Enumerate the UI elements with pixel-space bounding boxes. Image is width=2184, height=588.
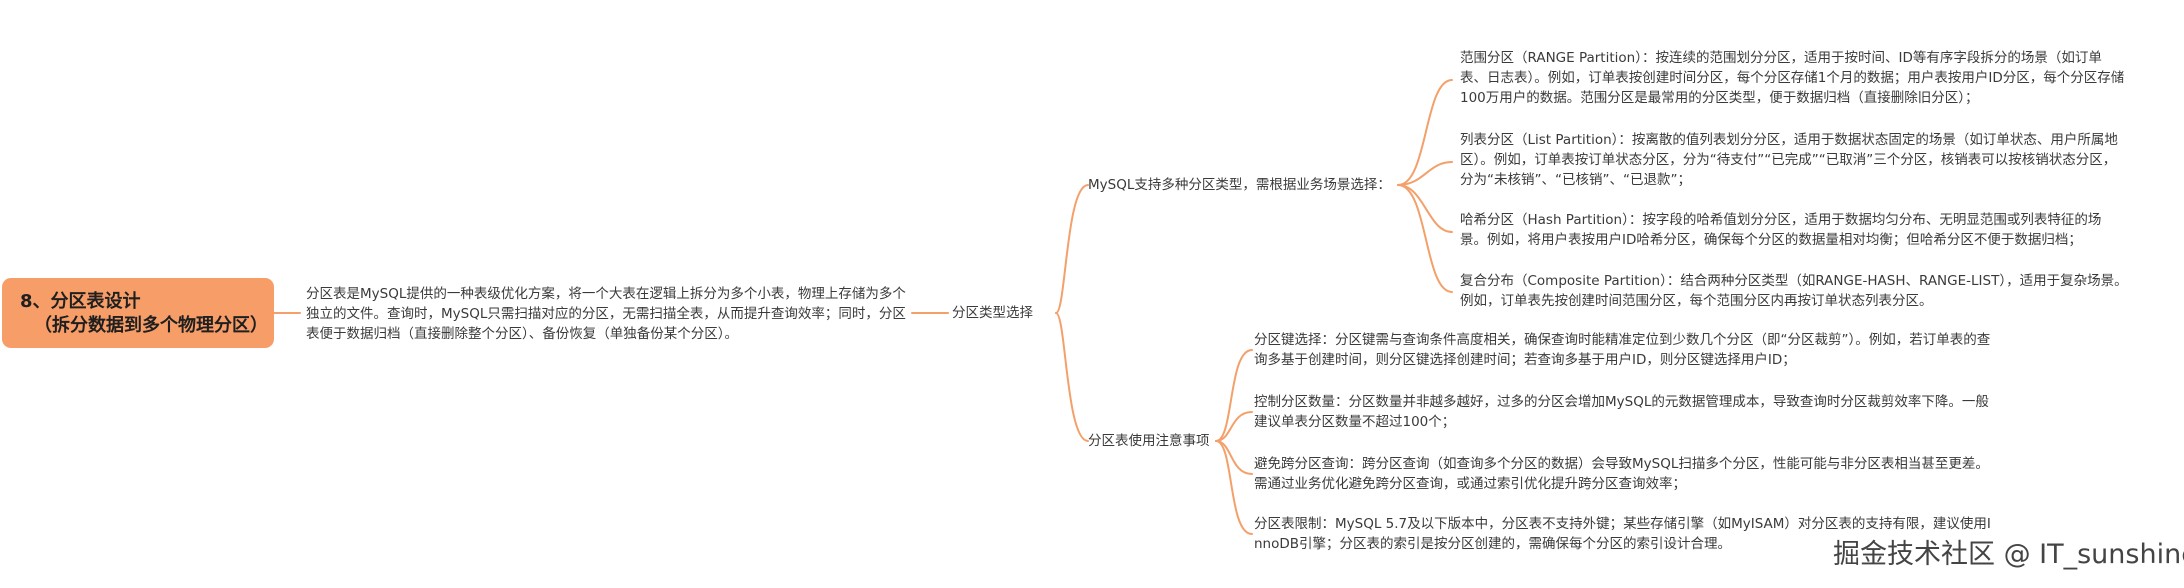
types-label: MySQL支持多种分区类型，需根据业务场景选择：	[1088, 177, 1391, 193]
note-partition-limits-node[interactable]: 分区表限制：MySQL 5.7及以下版本中，分区表不支持外键；某些存储引擎（如M…	[1254, 514, 1994, 554]
note-partition-key-node[interactable]: 分区键选择：分区键需与查询条件高度相关，确保查询时能精准定位到少数几个分区（即“…	[1254, 330, 1994, 370]
type-range-node[interactable]: 范围分区（RANGE Partition）：按连续的范围划分分区，适用于按时间、…	[1460, 48, 2128, 108]
note-cross-partition-text: 避免跨分区查询：跨分区查询（如查询多个分区的数据）会导致MySQL扫描多个分区，…	[1254, 456, 1989, 492]
connector-notes-to-items	[1215, 411, 1253, 442]
intro-node[interactable]: 分区表是MySQL提供的一种表级优化方案，将一个大表在逻辑上拆分为多个小表，物理…	[306, 284, 908, 344]
type-list-text: 列表分区（List Partition）：按离散的值列表划分分区，适用于数据状态…	[1460, 132, 2118, 188]
note-partition-key-text: 分区键选择：分区键需与查询条件高度相关，确保查询时能精准定位到少数几个分区（即“…	[1254, 332, 1991, 368]
connector-types-to-items	[1397, 184, 1453, 293]
connector-branch-split	[1055, 312, 1089, 442]
notes-label: 分区表使用注意事项	[1088, 433, 1210, 449]
intro-text: 分区表是MySQL提供的一种表级优化方案，将一个大表在逻辑上拆分为多个小表，物理…	[306, 286, 906, 342]
root-title-line1: 8、分区表设计	[20, 291, 141, 312]
branch-partition-type[interactable]: 分区类型选择	[952, 303, 1056, 323]
notes-node[interactable]: 分区表使用注意事项	[1088, 431, 1220, 451]
connector-notes-to-items	[1215, 349, 1253, 442]
watermark-text: 掘金技术社区 @ IT_sunshine	[1833, 539, 2184, 570]
note-partition-count-text: 控制分区数量：分区数量并非越多越好，过多的分区会增加MySQL的元数据管理成本，…	[1254, 394, 1989, 430]
note-cross-partition-node[interactable]: 避免跨分区查询：跨分区查询（如查询多个分区的数据）会导致MySQL扫描多个分区，…	[1254, 454, 1994, 494]
type-composite-node[interactable]: 复合分布（Composite Partition）：结合两种分区类型（如RANG…	[1460, 271, 2140, 311]
connector-types-to-items	[1397, 161, 1453, 186]
connector-types-to-items	[1397, 79, 1453, 186]
branch-partition-type-label: 分区类型选择	[952, 305, 1033, 321]
types-node[interactable]: MySQL支持多种分区类型，需根据业务场景选择：	[1088, 175, 1408, 195]
type-composite-text: 复合分布（Composite Partition）：结合两种分区类型（如RANG…	[1460, 273, 2128, 309]
type-list-node[interactable]: 列表分区（List Partition）：按离散的值列表划分分区，适用于数据状态…	[1460, 130, 2128, 190]
type-hash-text: 哈希分区（Hash Partition）：按字段的哈希值划分分区，适用于数据均匀…	[1460, 212, 2102, 248]
connector-branch-split	[1055, 184, 1089, 314]
note-partition-count-node[interactable]: 控制分区数量：分区数量并非越多越好，过多的分区会增加MySQL的元数据管理成本，…	[1254, 392, 1994, 432]
note-partition-limits-text: 分区表限制：MySQL 5.7及以下版本中，分区表不支持外键；某些存储引擎（如M…	[1254, 516, 1991, 552]
root-title-line2: （拆分数据到多个物理分区）	[34, 315, 268, 336]
type-hash-node[interactable]: 哈希分区（Hash Partition）：按字段的哈希值划分分区，适用于数据均匀…	[1460, 210, 2128, 250]
type-range-text: 范围分区（RANGE Partition）：按连续的范围划分分区，适用于按时间、…	[1460, 50, 2125, 106]
root-node[interactable]: 8、分区表设计 （拆分数据到多个物理分区）	[2, 278, 274, 348]
connector-notes-to-items	[1215, 440, 1253, 535]
